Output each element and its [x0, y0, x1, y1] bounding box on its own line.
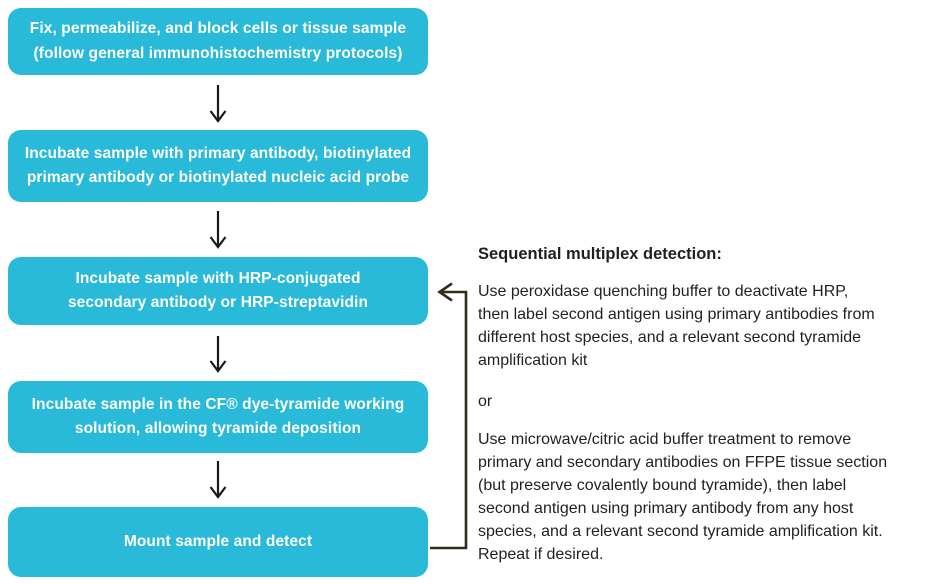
flow-step-mount-and-detect: Mount sample and detect: [8, 507, 428, 577]
down-arrow-icon: [209, 85, 227, 123]
sequential-multiplex-panel: Sequential multiplex detection: Use pero…: [478, 244, 924, 563]
down-arrow-icon: [209, 336, 227, 373]
multiplex-option-2: Use microwave/citric acid buffer treatme…: [478, 431, 888, 563]
multiplex-heading: Sequential multiplex detection:: [478, 245, 722, 263]
flow-step-label: Mount sample and detect: [123, 532, 313, 550]
loopback-arrow-icon: [430, 282, 468, 550]
down-arrow-icon: [209, 211, 227, 249]
flow-step-hrp-secondary: Incubate sample with HRP-conjugated seco…: [8, 257, 428, 325]
flow-step-label: Incubate sample with HRP-conjugated seco…: [67, 269, 369, 311]
flow-step-primary-antibody: Incubate sample with primary antibody, b…: [8, 130, 428, 202]
flow-step-tyramide-working-solution: Incubate sample in the CF® dye-tyramide …: [8, 381, 428, 453]
flow-step-label: Incubate sample in the CF® dye-tyramide …: [31, 395, 405, 437]
or-separator: or: [478, 393, 493, 410]
flow-step-label: Fix, permeabilize, and block cells or ti…: [29, 20, 407, 62]
flow-step-label: Incubate sample with primary antibody, b…: [24, 144, 412, 186]
flow-step-fix-permeabilize: Fix, permeabilize, and block cells or ti…: [8, 8, 428, 75]
down-arrow-icon: [209, 461, 227, 499]
multiplex-option-1: Use peroxidase quenching buffer to deact…: [478, 283, 875, 369]
